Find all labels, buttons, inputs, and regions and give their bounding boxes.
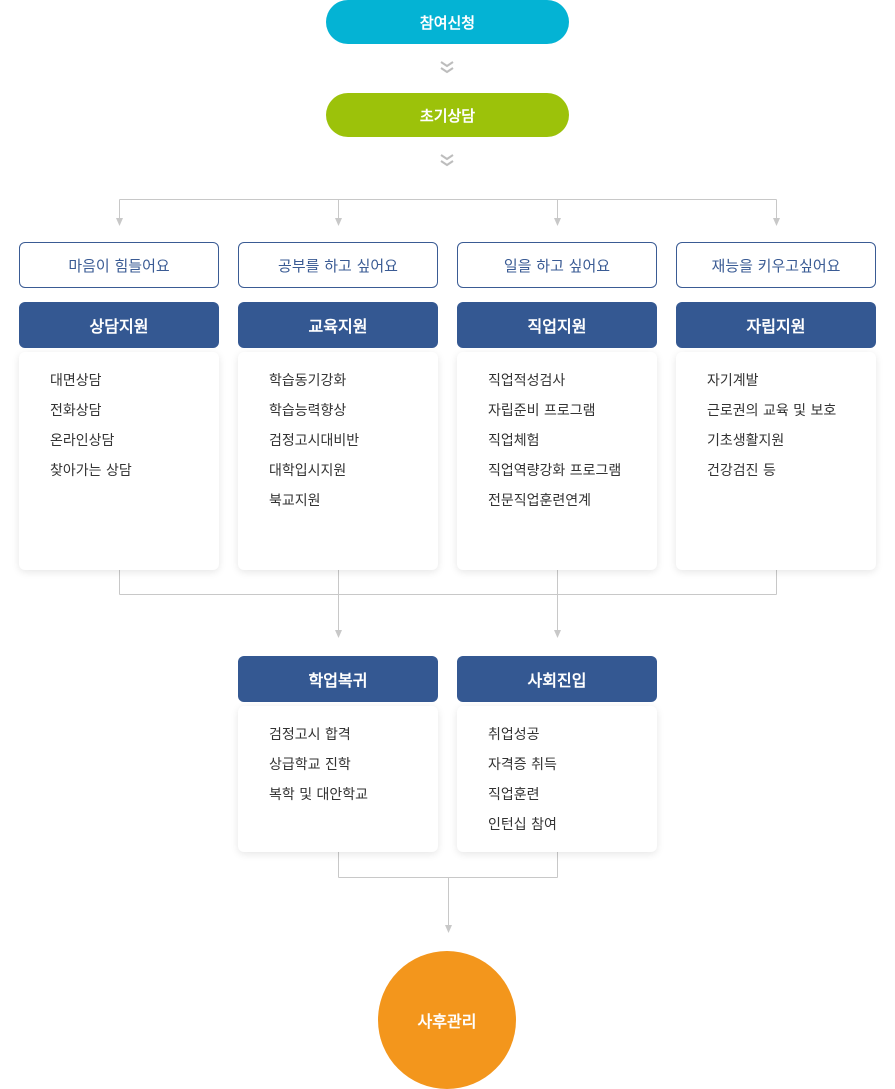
list-item: 직업역량강화 프로그램: [488, 463, 622, 479]
list-item: 대학입시지원: [269, 463, 347, 479]
support-title-label: 직업지원: [527, 317, 587, 336]
list-item: 찾아가는 상담: [50, 463, 132, 479]
support-title: 직업지원: [457, 302, 657, 348]
apply-step-label: 참여신청: [419, 13, 476, 32]
list-item: 직업훈련: [488, 787, 540, 803]
list-item: 학습동기강화: [269, 373, 347, 389]
need-box: 재능을 키우고싶어요: [676, 242, 876, 288]
outcome-card-school-return: 검정고시 합격 상급학교 진학 복학 및 대안학교: [238, 706, 438, 852]
list-item: 대면상담: [50, 373, 102, 389]
support-card-education: 학습동기강화 학습능력향상 검정고시대비반 대학입시지원 북교지원: [238, 352, 438, 570]
list-item: 검정고시대비반: [269, 433, 360, 449]
need-box: 공부를 하고 싶어요: [238, 242, 438, 288]
support-title: 자립지원: [676, 302, 876, 348]
list-item: 취업성공: [488, 727, 540, 743]
list-item: 직업적성검사: [488, 373, 566, 389]
list-item: 북교지원: [269, 493, 321, 509]
list-item: 검정고시 합격: [269, 727, 351, 743]
need-label: 마음이 힘들어요: [68, 256, 170, 275]
outcome-title: 사회진입: [457, 656, 657, 702]
support-title: 교육지원: [238, 302, 438, 348]
list-item: 온라인상담: [50, 433, 115, 449]
support-card-counseling: 대면상담 전화상담 온라인상담 찾아가는 상담: [19, 352, 219, 570]
list-item: 직업체험: [488, 433, 540, 449]
support-card-independence: 자기계발 근로권의 교육 및 보호 기초생활지원 건강검진 등: [676, 352, 876, 570]
support-title-label: 교육지원: [308, 317, 368, 336]
list-item: 근로권의 교육 및 보호: [707, 403, 837, 419]
chevron-down-icon: [440, 154, 454, 167]
need-box: 마음이 힘들어요: [19, 242, 219, 288]
list-item: 인턴십 참여: [488, 817, 557, 833]
list-item: 자기계발: [707, 373, 759, 389]
list-item: 자립준비 프로그램: [488, 403, 596, 419]
need-label: 재능을 키우고싶어요: [711, 256, 841, 275]
aftercare-label: 사후관리: [417, 1012, 477, 1031]
outcome-title: 학업복귀: [238, 656, 438, 702]
list-item: 전화상담: [50, 403, 102, 419]
initial-consult-label: 초기상담: [419, 106, 476, 125]
outcome-title-label: 사회진입: [527, 671, 587, 690]
support-card-vocation: 직업적성검사 자립준비 프로그램 직업체험 직업역량강화 프로그램 전문직업훈련…: [457, 352, 657, 570]
support-title-label: 자립지원: [746, 317, 806, 336]
need-box: 일을 하고 싶어요: [457, 242, 657, 288]
chevron-down-icon: [440, 61, 454, 74]
list-item: 기초생활지원: [707, 433, 785, 449]
need-label: 공부를 하고 싶어요: [278, 256, 398, 275]
list-item: 자격증 취득: [488, 757, 557, 773]
list-item: 상급학교 진학: [269, 757, 351, 773]
apply-step: 참여신청: [326, 0, 569, 44]
outcome-title-label: 학업복귀: [308, 671, 368, 690]
support-title-label: 상담지원: [89, 317, 149, 336]
list-item: 복학 및 대안학교: [269, 787, 369, 803]
list-item: 전문직업훈련연계: [488, 493, 592, 509]
outcome-card-social-entry: 취업성공 자격증 취득 직업훈련 인턴십 참여: [457, 706, 657, 852]
list-item: 건강검진 등: [707, 463, 776, 479]
initial-consult-step: 초기상담: [326, 93, 569, 137]
list-item: 학습능력향상: [269, 403, 347, 419]
support-title: 상담지원: [19, 302, 219, 348]
need-label: 일을 하고 싶어요: [503, 256, 611, 275]
aftercare-step: 사후관리: [378, 951, 516, 1089]
